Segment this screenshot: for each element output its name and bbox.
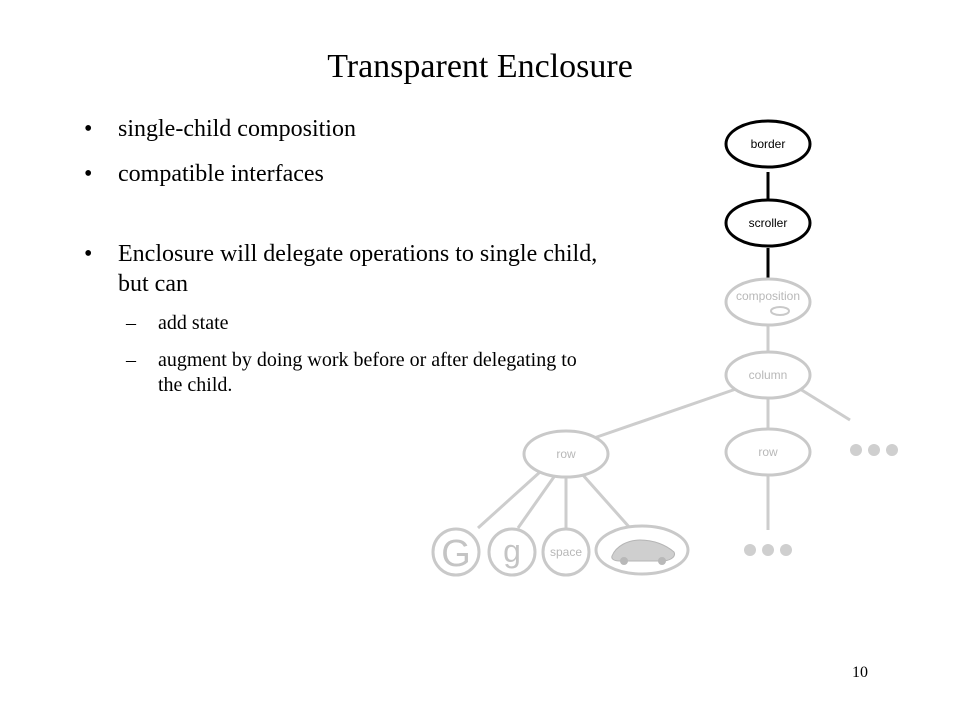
edge-row-car — [580, 473, 632, 529]
bullet-marker: • — [84, 116, 93, 142]
edge-column-more — [799, 387, 851, 422]
sub-bullet-item: – add state — [126, 311, 604, 336]
edge-row-g-small — [516, 473, 558, 529]
bullet-item: • Enclosure will delegate operations to … — [84, 239, 604, 299]
bullet-item: • single-child composition — [84, 114, 604, 144]
bullet-text: single-child composition — [118, 116, 356, 142]
node-column-label: column — [749, 368, 788, 382]
bullet-marker: • — [84, 241, 93, 267]
node-scroller — [724, 198, 812, 248]
node-row-left-label: row — [556, 447, 576, 461]
node-space-label: space — [550, 545, 582, 559]
page-number: 10 — [852, 664, 868, 681]
bullet-item: • compatible interfaces — [84, 159, 604, 189]
composition-small-oval-icon — [770, 306, 790, 316]
node-row-right — [724, 427, 812, 477]
sub-bullet-list: – add state – augment by doing work befo… — [84, 311, 604, 398]
node-glyph-big-g — [431, 527, 481, 577]
bullet-marker: • — [84, 161, 93, 187]
edge-row-g-big — [476, 470, 542, 530]
node-column — [724, 350, 812, 400]
ellipsis-more-icon — [850, 444, 898, 456]
sub-bullet-text: augment by doing work before or after de… — [158, 349, 577, 396]
node-border-label: border — [751, 137, 786, 151]
node-border — [724, 119, 812, 169]
ellipsis-more-icon — [744, 544, 792, 556]
sub-bullet-marker: – — [126, 312, 136, 334]
slide-title: Transparent Enclosure — [327, 48, 633, 85]
node-row-right-label: row — [758, 445, 778, 459]
edge-column-row-left — [593, 387, 737, 440]
bullet-text: Enclosure will delegate operations to si… — [118, 241, 598, 297]
node-glyph-big-g-label: G — [441, 533, 471, 575]
sub-bullet-marker: – — [126, 349, 136, 371]
node-glyph-small-g-label: g — [503, 533, 521, 569]
node-composition — [724, 277, 812, 327]
sub-bullet-item: – augment by doing work before or after … — [126, 348, 604, 398]
bullet-text: compatible interfaces — [118, 161, 324, 187]
car-image — [594, 524, 690, 576]
node-scroller-label: scroller — [749, 216, 788, 230]
node-space — [541, 527, 591, 577]
bullet-list: • single-child composition • compatible … — [84, 114, 604, 410]
node-composition-label: composition — [736, 289, 800, 303]
sub-bullet-text: add state — [158, 312, 229, 334]
node-row-left — [522, 429, 610, 479]
node-glyph-small-g — [487, 527, 537, 577]
